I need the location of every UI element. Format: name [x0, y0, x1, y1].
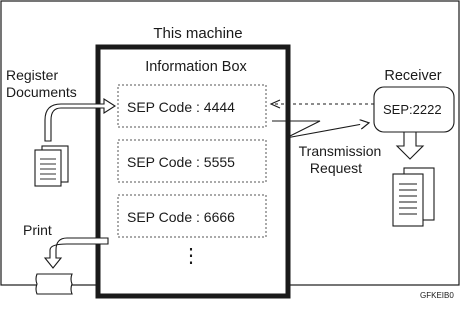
figure-id: GFKEIB0: [420, 291, 454, 300]
sep-code-label-3: SEP Code : 6666: [127, 209, 235, 225]
receive-arrow-icon: [395, 131, 425, 160]
sep-code-label-2: SEP Code : 5555: [127, 154, 235, 170]
transmission-label-line2: Request: [310, 160, 362, 176]
sep-code-slot-1: [117, 84, 267, 128]
register-label-line1: Register: [6, 67, 58, 83]
polling-request-arrowhead: [269, 99, 281, 109]
print-arrow-icon: [43, 237, 109, 269]
printed-paper-icon: [35, 273, 73, 295]
sep-code-slot-2: [117, 139, 267, 183]
print-label: Print: [23, 222, 52, 238]
receiver-sep-code: SEP:2222: [383, 102, 442, 117]
information-box-title: Information Box: [145, 59, 247, 75]
register-label-line2: Documents: [6, 84, 77, 100]
register-documents-icon: [34, 145, 69, 187]
register-arrow-icon: [44, 97, 117, 142]
transmission-label-line1: Transmission: [299, 143, 382, 159]
machine-title: This machine: [153, 25, 242, 42]
sep-code-slot-3: [117, 194, 267, 238]
machine-box: [95, 44, 291, 299]
transmission-arrow: [272, 121, 368, 139]
receiver-title: Receiver: [384, 68, 441, 84]
more-codes-ellipsis: ⋮: [181, 245, 201, 267]
sep-code-label-1: SEP Code : 4444: [127, 99, 235, 115]
received-documents-icon: [392, 167, 435, 227]
